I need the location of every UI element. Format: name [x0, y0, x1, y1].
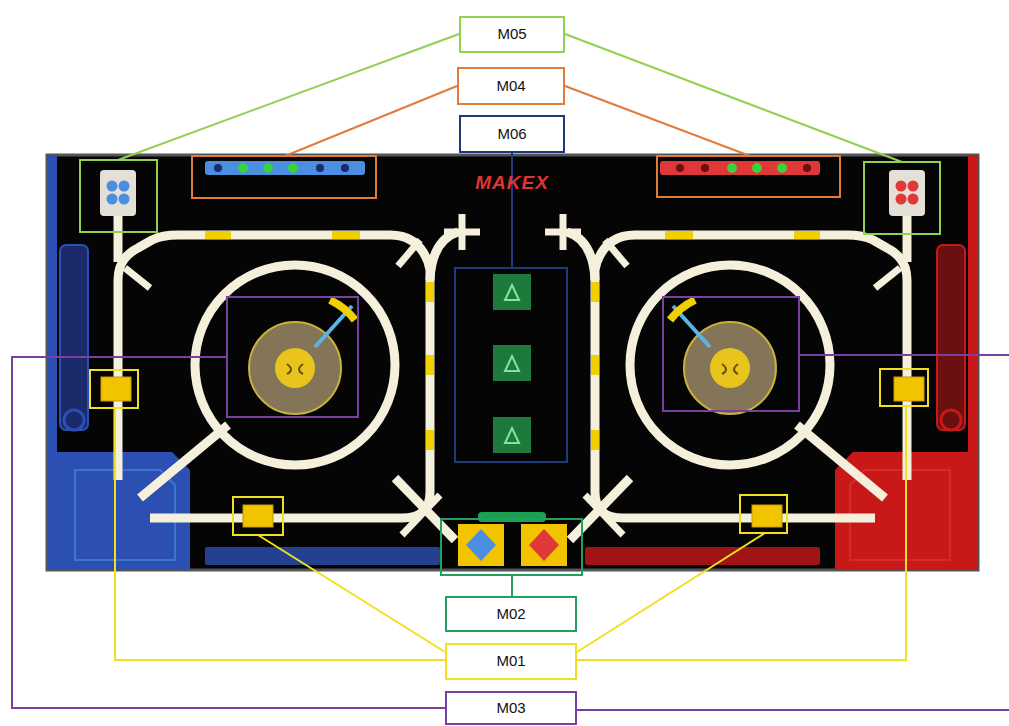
callout-label: M01: [496, 653, 525, 670]
callout-label: M05: [497, 26, 526, 43]
callout-label: M06: [497, 126, 526, 143]
callout-box: M06: [459, 115, 565, 153]
callout-box: M03: [445, 691, 577, 725]
logo-text: MAKEX: [447, 172, 577, 194]
callout-label: M02: [496, 606, 525, 623]
callout-box: M02: [445, 596, 577, 632]
callout-box: M05: [459, 16, 565, 53]
callout-box: M04: [457, 67, 565, 105]
callout-label: M04: [496, 78, 525, 95]
callout-label: M03: [496, 700, 525, 717]
callout-box: M01: [445, 643, 577, 680]
